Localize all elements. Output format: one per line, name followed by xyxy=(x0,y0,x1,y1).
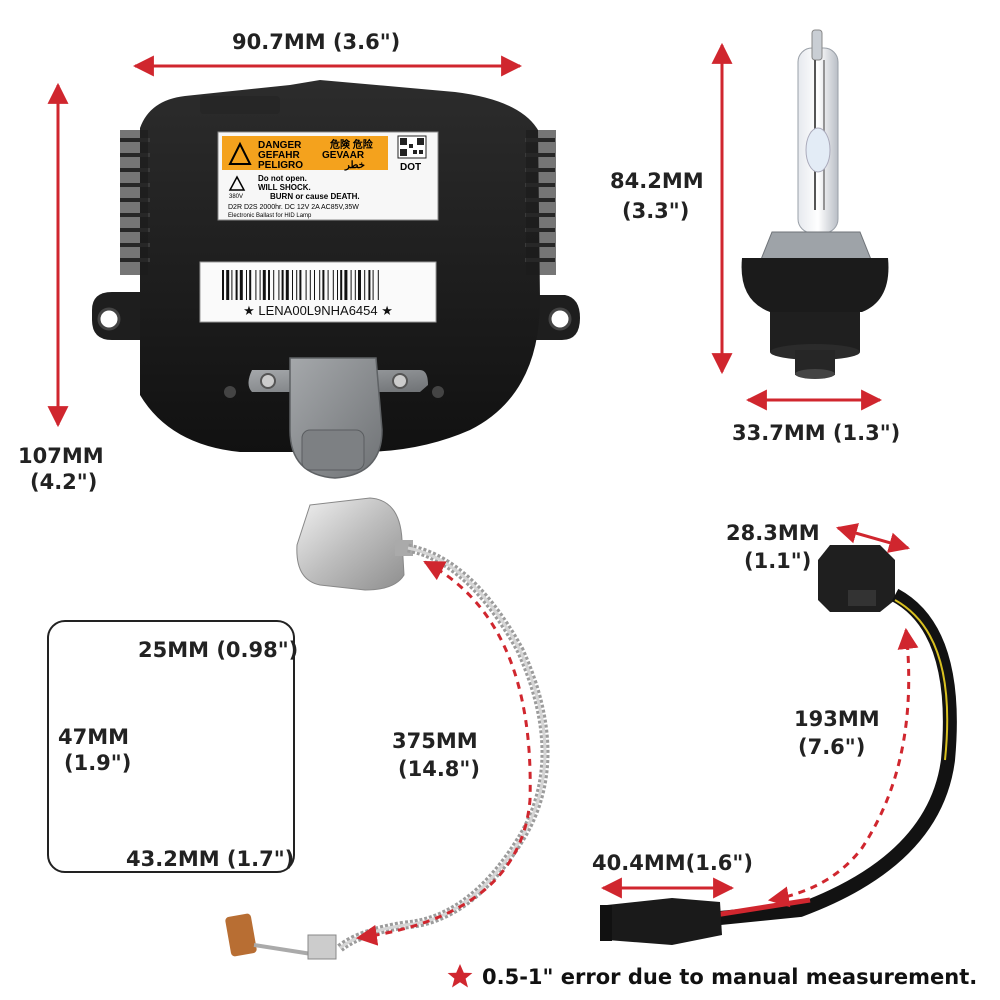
ballast-caution-2: WILL SHOCK. xyxy=(258,183,311,192)
barcode-bar xyxy=(350,270,352,300)
barcode-bar xyxy=(354,270,356,300)
arrow-harness-plug xyxy=(835,523,911,553)
ballast-voltage: 380V xyxy=(229,194,243,200)
barcode-bar xyxy=(281,270,284,300)
harness-cable-in: (7.6") xyxy=(798,735,866,759)
ballast-desc: Electronic Ballast for HID Lamp xyxy=(228,213,312,219)
ballast-serial: ★ LENA00L9NHA6454 ★ xyxy=(243,303,393,318)
measurement-note-text: 0.5-1" error due to manual measurement. xyxy=(482,965,978,989)
barcode-bar xyxy=(340,270,343,300)
ballast-barcode-sticker xyxy=(199,261,437,323)
bulb-base xyxy=(741,258,889,312)
igniter-cable-mm: 375MM xyxy=(392,729,478,753)
ballast-qr-code xyxy=(397,135,427,159)
ballast-caution-1: Do not open. xyxy=(258,174,307,183)
igniter-width-label: 43.2MM (1.7") xyxy=(126,847,295,871)
barcode-bar xyxy=(344,270,348,300)
barcode-bar xyxy=(299,270,302,300)
ballast-warning-3: PELIGRO xyxy=(258,160,303,171)
ballast-width-label: 90.7MM (3.6") xyxy=(232,30,401,54)
barcode-bar xyxy=(332,270,334,300)
harness-plug-mm: 28.3MM xyxy=(726,521,820,545)
ballast-warning-2: GEFAHR xyxy=(258,150,300,161)
ballast-warning-right-3: خطر xyxy=(344,160,365,171)
bulb-clip xyxy=(759,231,873,263)
barcode-bar xyxy=(231,270,233,300)
barcode-bar xyxy=(305,270,307,300)
barcode-bar xyxy=(327,270,329,300)
bulb-width-label: 33.7MM (1.3") xyxy=(732,421,901,445)
barcode-bar xyxy=(296,270,298,300)
barcode-bar xyxy=(368,270,371,300)
harness-end-plug xyxy=(607,898,722,945)
barcode-bar xyxy=(285,270,289,300)
barcode-bar xyxy=(319,270,321,300)
barcode-bar xyxy=(337,270,338,300)
bulb-height-in: (3.3") xyxy=(622,199,690,223)
harness-end-label: 40.4MM(1.6") xyxy=(592,851,753,875)
barcode-bar xyxy=(292,270,293,300)
harness-plug-in: (1.1") xyxy=(744,549,812,573)
ballast-warning-icon xyxy=(228,141,252,165)
igniter-height-in: (1.9") xyxy=(64,751,132,775)
harness-cable-mm: 193MM xyxy=(794,707,880,731)
barcode-bar xyxy=(268,270,270,300)
ballast-warning-right-1: 危険 危险 xyxy=(330,138,374,151)
igniter-inset xyxy=(47,620,295,873)
measurement-note: 0.5-1" error due to manual measurement. xyxy=(446,962,986,992)
igniter-plug xyxy=(225,913,257,957)
barcode-bar xyxy=(377,270,379,300)
barcode-bar xyxy=(322,270,325,300)
barcode-bar xyxy=(309,270,311,300)
ballast-height-mm: 107MM xyxy=(18,444,104,468)
igniter-cable-in: (14.8") xyxy=(398,757,480,781)
barcode-bar xyxy=(372,270,374,300)
barcode-bar xyxy=(358,270,361,300)
barcode-bar xyxy=(255,270,257,300)
wire-harness xyxy=(600,545,957,945)
ballast-dot: DOT xyxy=(400,162,421,173)
barcode-bar xyxy=(249,270,252,300)
bulb-height-mm: 84.2MM xyxy=(610,169,704,193)
arrow-harness-cable xyxy=(767,627,919,908)
arrow-igniter-cable xyxy=(355,560,532,946)
barcode-bar xyxy=(364,270,366,300)
igniter-height-mm: 47MM xyxy=(58,725,130,749)
barcode-bar xyxy=(273,270,275,300)
barcode-bar xyxy=(222,270,224,300)
ballast-height-in: (4.2") xyxy=(30,470,98,494)
ballast-barcode xyxy=(222,270,379,300)
barcode-bar xyxy=(235,270,238,300)
barcode-bar xyxy=(278,270,280,300)
barcode-bar xyxy=(259,270,261,300)
ballast-warning-right-2: GEVAAR xyxy=(322,150,365,161)
ballast-caution-3: BURN or cause DEATH. xyxy=(270,192,360,201)
barcode-bar xyxy=(226,270,230,300)
ballast-unit: DANGER GEFAHR PELIGRO 危険 危险 GEVAAR خطر D… xyxy=(92,80,580,479)
barcode-bar xyxy=(262,270,266,300)
star-icon xyxy=(447,964,473,988)
igniter-body xyxy=(296,497,405,591)
ballast-warning-1: DANGER xyxy=(258,140,302,151)
hid-bulb xyxy=(741,29,889,379)
igniter-top-label: 25MM (0.98") xyxy=(138,638,299,662)
barcode-bar xyxy=(239,270,243,300)
barcode-bar xyxy=(314,270,315,300)
barcode-bar xyxy=(246,270,247,300)
ballast-spec: D2R D2S 2000hr. DC 12V 2A AC85V,35W xyxy=(228,204,359,211)
